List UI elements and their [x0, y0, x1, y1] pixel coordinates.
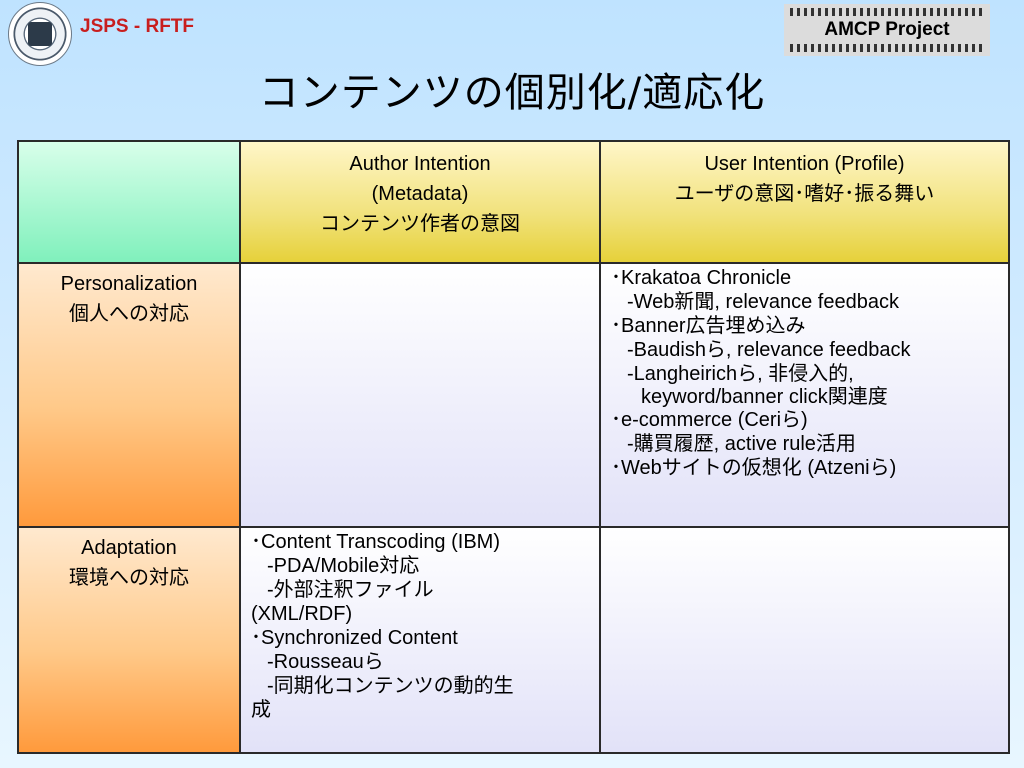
cell-personalization-user: ･Krakatoa Chronicle -Web新聞, relevance fe…	[599, 262, 1010, 528]
row-head-adaptation: Adaptation 環境への対応	[17, 526, 241, 754]
table-corner-cell	[17, 140, 241, 264]
list-item: ･Krakatoa Chronicle	[611, 267, 792, 289]
project-badge: AMCP Project	[784, 4, 990, 56]
list-item: -Baudishら, relevance feedback	[627, 339, 911, 361]
university-seal-logo	[8, 2, 72, 66]
list-item: (XML/RDF)	[251, 603, 353, 625]
list-item: -Web新聞, relevance feedback	[627, 291, 899, 313]
row-head-line: Personalization	[60, 273, 198, 295]
list-item: -PDA/Mobile対応	[267, 555, 420, 577]
badge-bottom-border	[790, 44, 984, 52]
header-line: (Metadata)	[371, 183, 469, 205]
list-item: -外部注釈ファイル	[267, 579, 434, 601]
list-item: keyword/banner click関連度	[641, 386, 888, 408]
list-item: -Langheirichら, 非侵入的,	[627, 363, 854, 385]
cell-adaptation-author: ･Content Transcoding (IBM) -PDA/Mobile対応…	[239, 526, 601, 754]
header-line: コンテンツ作者の意図	[320, 213, 520, 235]
list-item: 成	[251, 699, 271, 721]
badge-top-border	[790, 8, 984, 16]
row-head-line: 個人への対応	[69, 303, 189, 325]
list-item: -購買履歴, active rule活用	[627, 433, 856, 455]
list-item: ･Content Transcoding (IBM)	[251, 531, 500, 553]
list-item: ･e-commerce (Ceriら)	[611, 409, 808, 431]
header-line: User Intention (Profile)	[704, 153, 905, 175]
row-head-line: Adaptation	[81, 537, 177, 559]
list-item: ･Webサイトの仮想化 (Atzeniら)	[611, 457, 897, 479]
list-item: -同期化コンテンツの動的生	[267, 675, 514, 697]
seal-emblem	[28, 22, 52, 46]
row-head-personalization: Personalization 個人への対応	[17, 262, 241, 528]
header-line: ユーザの意図･嗜好･振る舞い	[674, 183, 935, 205]
project-label: AMCP Project	[824, 19, 950, 40]
header-user-intention: User Intention (Profile) ユーザの意図･嗜好･振る舞い	[599, 140, 1010, 264]
row-head-line: 環境への対応	[69, 567, 189, 589]
cell-adaptation-user	[599, 526, 1010, 754]
cell-personalization-author	[239, 262, 601, 528]
comparison-table: Author Intention (Metadata) コンテンツ作者の意図 U…	[17, 140, 1010, 754]
header-author-intention: Author Intention (Metadata) コンテンツ作者の意図	[239, 140, 601, 264]
list-item: -Rousseauら	[267, 651, 384, 673]
slide-title: コンテンツの個別化/適応化	[258, 70, 766, 116]
list-item: ･Synchronized Content	[251, 627, 458, 649]
list-item: ･Banner広告埋め込み	[611, 315, 806, 337]
org-label: JSPS - RFTF	[80, 16, 195, 37]
header-line: Author Intention	[349, 153, 491, 175]
